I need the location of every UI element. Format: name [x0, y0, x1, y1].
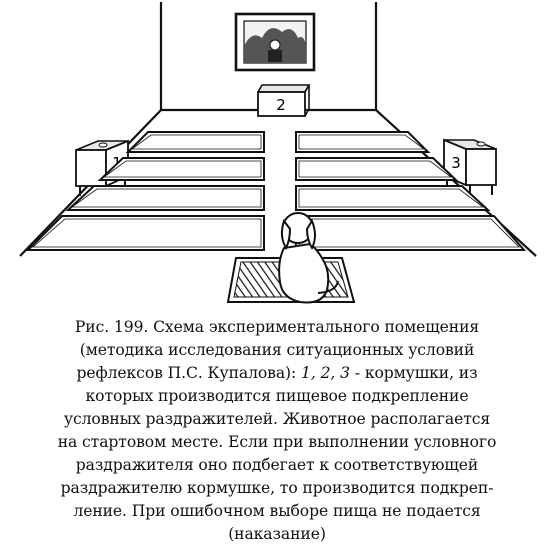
- caption-line-2: (методика исследования ситуационных усло…: [79, 341, 475, 359]
- caption-line-3-prefix: рефлексов П.С. Купалова):: [76, 364, 302, 382]
- caption-line-6: на стартовом месте. Если при выполнении …: [57, 433, 497, 451]
- floor-mats-left: [25, 131, 265, 251]
- caption-line-8: раздражителю кормушке, то производится п…: [60, 479, 494, 497]
- caption-feeder-numbers: 1, 2, 3 -: [301, 364, 360, 382]
- experimental-room-figure: 2 1 3: [19, 2, 537, 304]
- screen-with-image-icon: [234, 12, 316, 72]
- caption-line-4: которых производится пищевое подкреплени…: [85, 387, 469, 405]
- caption-line-7: раздражителя оно подбегает к соответству…: [75, 456, 479, 474]
- feeder-label-3: 3: [451, 154, 461, 172]
- caption-line-1: Рис. 199. Схема экспериментального помещ…: [74, 318, 480, 336]
- figure-caption: Рис. 199. Схема экспериментального помещ…: [18, 316, 536, 546]
- feeder-2: 2: [256, 84, 311, 117]
- caption-line-10: (наказание): [228, 525, 326, 543]
- floor-mats-left-inner: [31, 134, 262, 248]
- floor-mats-right: [295, 131, 527, 251]
- caption-line-3-suffix: кормушки, из: [359, 364, 478, 382]
- caption-line-3: рефлексов П.С. Купалова): 1, 2, 3 - корм…: [18, 362, 536, 385]
- floor-mats-right-inner: [298, 134, 520, 248]
- caption-line-5: условных раздражителей. Животное распола…: [63, 410, 491, 428]
- dog-icon: [278, 212, 339, 304]
- caption-line-9: ление. При ошибочном выборе пища не пода…: [73, 502, 481, 520]
- feeder-label-2: 2: [276, 96, 286, 114]
